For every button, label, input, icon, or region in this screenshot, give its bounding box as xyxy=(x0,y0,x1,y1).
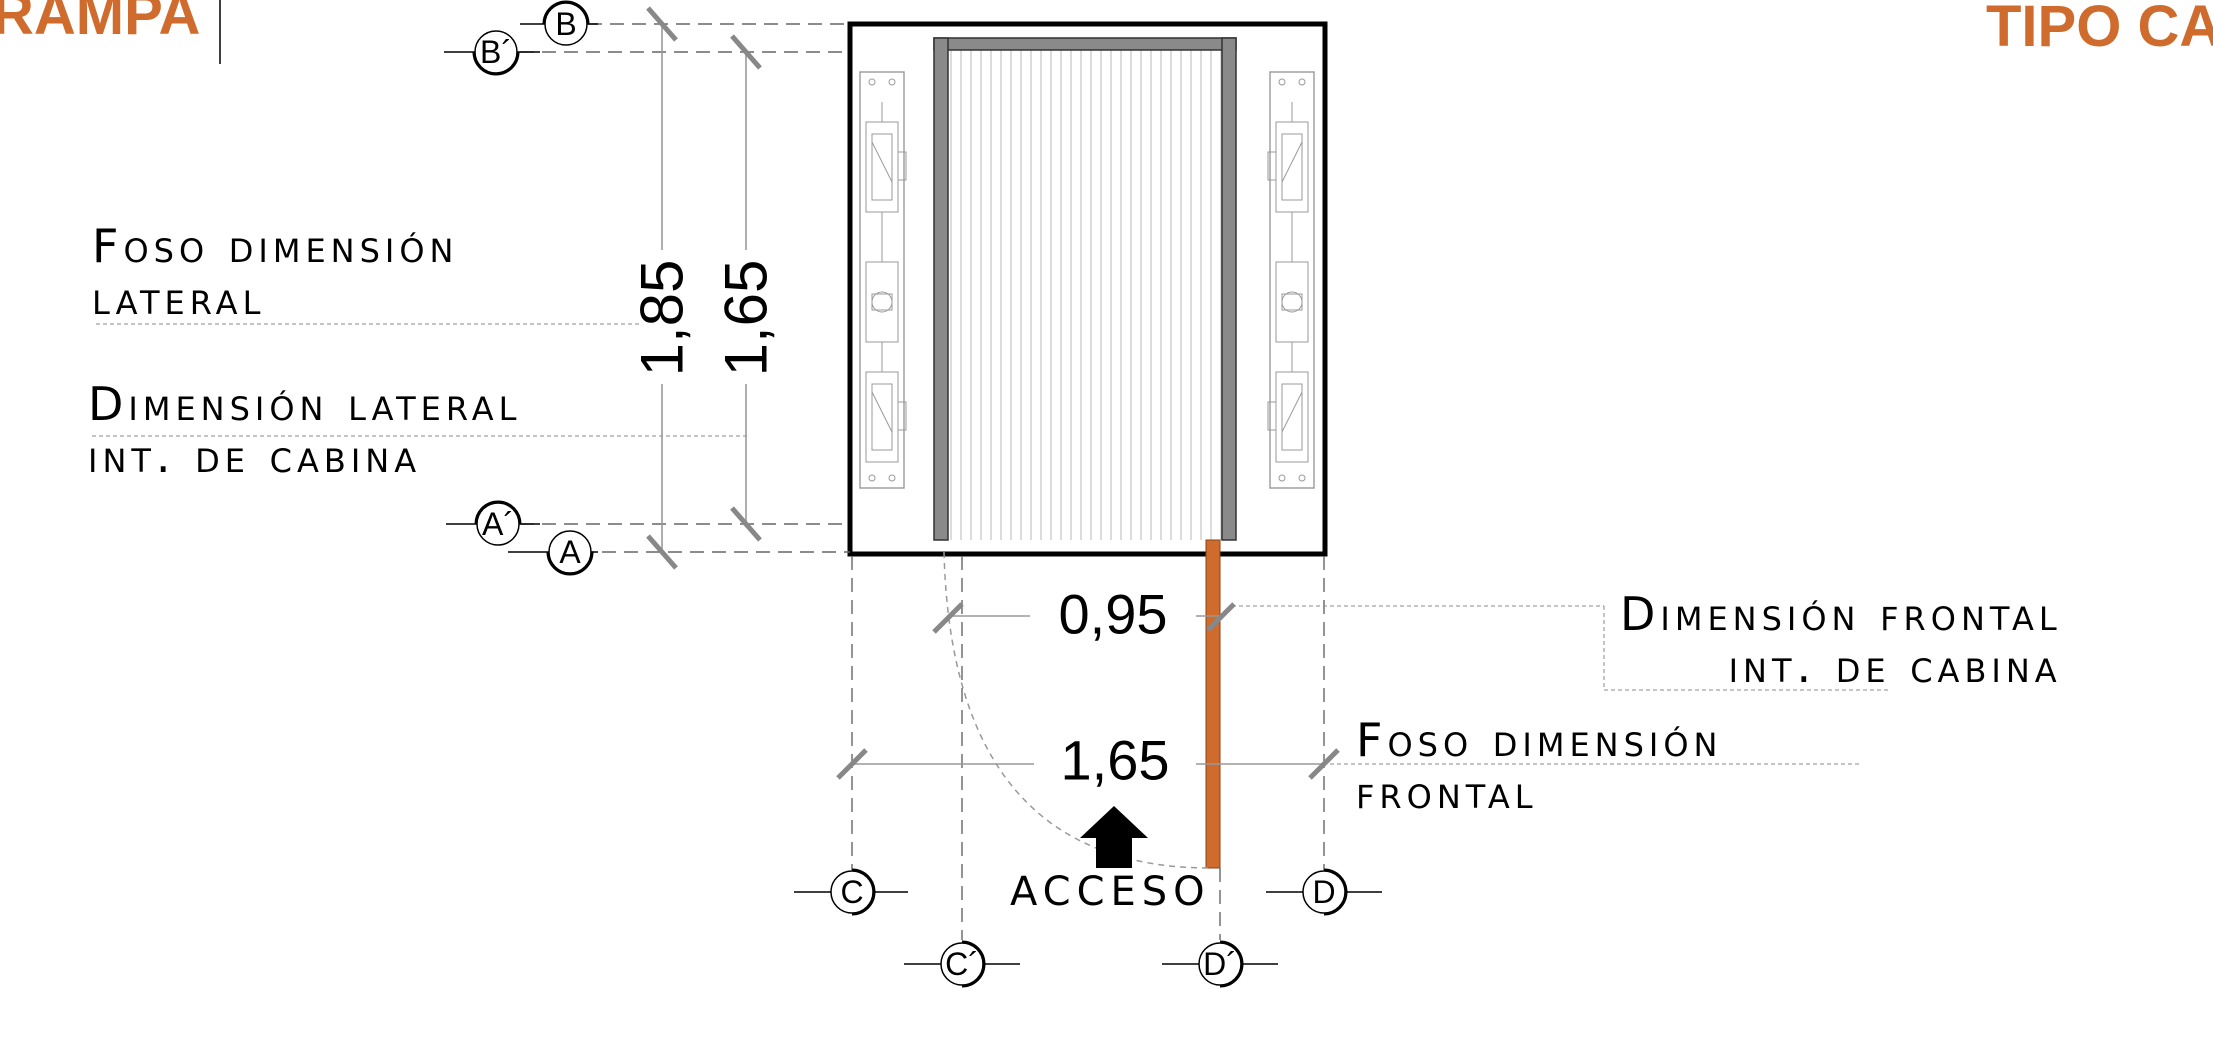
rail-unit-left xyxy=(859,71,907,489)
svg-text:C: C xyxy=(840,874,863,910)
dim-vert-1-65: 1,65 xyxy=(713,260,780,377)
svg-text:A´: A´ xyxy=(482,506,514,542)
label-foso-frontal-line1: Foso dimensión xyxy=(1356,713,1723,767)
dim-horiz-1-65: 1,65 xyxy=(1061,729,1170,792)
grid-tag-d: D xyxy=(1266,868,1382,916)
shaft-outline xyxy=(847,21,1328,557)
svg-text:C´: C´ xyxy=(945,946,979,982)
cabin-floor-slats xyxy=(946,48,1226,540)
dim-horiz-0-95: 0,95 xyxy=(1059,583,1168,646)
vertical-dimension-ticks xyxy=(646,6,762,570)
grid-tag-c: C xyxy=(794,868,908,916)
access-arrow-icon xyxy=(1080,806,1148,868)
label-foso-lateral-line2: lateral xyxy=(92,271,266,325)
grid-tag-b: B xyxy=(520,0,598,46)
cabin-left-wall xyxy=(933,37,949,541)
label-acceso: ACCESO xyxy=(1010,869,1211,915)
horizontal-dimension-ticks xyxy=(836,602,1340,780)
label-dimension-lateral-line2: int. de cabina xyxy=(88,429,422,483)
title-rampa: RAMPA xyxy=(0,0,201,47)
cabin-top-rail xyxy=(933,37,1237,51)
axis-lines xyxy=(520,23,1325,940)
grid-tag-b-prime: B´ xyxy=(444,30,540,76)
door-swing-arc xyxy=(943,551,1211,869)
grid-tag-a-prime: A´ xyxy=(446,500,540,546)
dim-vert-1-85: 1,85 xyxy=(629,260,696,377)
cabin-right-wall xyxy=(1221,37,1237,541)
grid-tag-d-prime: D´ xyxy=(1162,940,1278,988)
grid-tag-a: A xyxy=(508,530,598,576)
label-dimension-lateral-line1: Dimensión lateral xyxy=(88,377,522,431)
ramp-door xyxy=(1205,539,1221,869)
label-foso-frontal: Foso dimensión frontal xyxy=(1356,714,1723,818)
svg-text:B´: B´ xyxy=(480,34,512,70)
grid-tag-c-prime: C´ xyxy=(904,940,1020,988)
title-tipo-cabina: TIPO CA xyxy=(1986,0,2213,59)
label-dimension-frontal: Dimensión frontal int. de cabina xyxy=(1620,588,2062,692)
label-dimension-frontal-line1: Dimensión frontal xyxy=(1620,587,2062,641)
label-dimension-frontal-line2: int. de cabina xyxy=(1728,639,2062,693)
label-foso-lateral-line1: Foso dimensión xyxy=(92,219,459,273)
label-foso-lateral: Foso dimensión lateral xyxy=(92,220,459,324)
label-foso-frontal-line2: frontal xyxy=(1356,765,1538,819)
rail-unit-right xyxy=(1267,71,1315,489)
svg-text:D: D xyxy=(1312,874,1335,910)
vertical-dimension-lines xyxy=(661,24,747,552)
svg-text:D´: D´ xyxy=(1203,946,1237,982)
svg-text:B: B xyxy=(555,6,576,42)
horizontal-dimension-lines xyxy=(852,615,1324,765)
label-dimension-lateral: Dimensión lateral int. de cabina xyxy=(88,378,522,482)
svg-text:A: A xyxy=(559,534,581,570)
dim-leader-lines xyxy=(92,323,1890,765)
